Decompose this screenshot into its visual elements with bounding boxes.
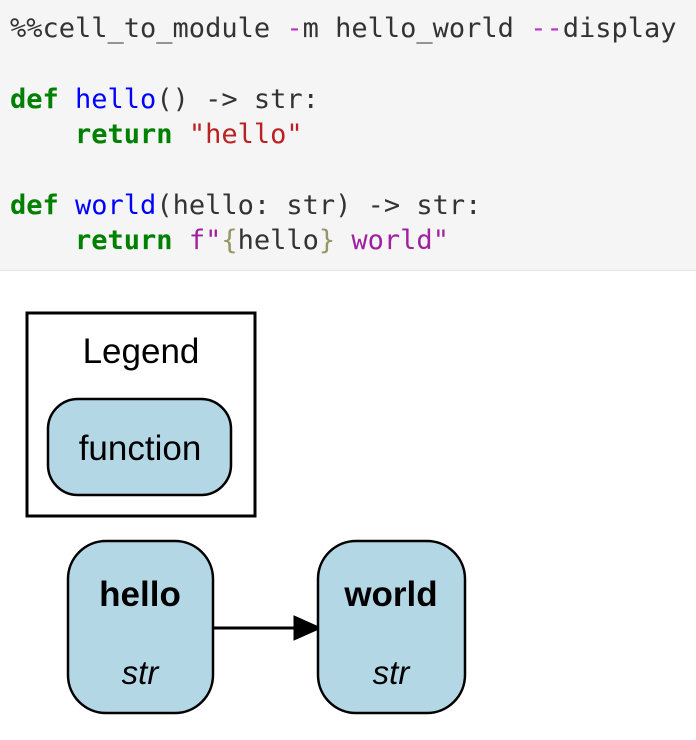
node-hello-type: str [122, 654, 161, 691]
code-token-fstring-brace: { [221, 225, 238, 257]
node-world-label: world [343, 575, 437, 614]
code-token-flag-dash: - [286, 13, 303, 44]
code-cell[interactable]: %%cell_to_module -m hello_world --displa… [0, 0, 696, 271]
code-token: m hello_world [302, 13, 531, 44]
code-token: hello [237, 225, 319, 257]
legend-function-node [46, 397, 233, 497]
node-hello [66, 539, 215, 715]
code-token: display [562, 13, 677, 44]
code-line-blank [10, 153, 686, 188]
code-line-blank [10, 46, 686, 81]
code-token-keyword: return [75, 119, 189, 151]
node-hello-label: hello [99, 575, 181, 614]
node-world-type: str [373, 654, 412, 691]
code-token-keyword: return [75, 225, 189, 257]
code-line-def-world: def world(hello: str) -> str: [10, 188, 686, 223]
code-token-function-name: hello [75, 83, 157, 115]
code-token-fstring-brace: } [318, 225, 336, 257]
code-token: (hello: str) -> str: [156, 189, 482, 221]
code-line-def-hello: def hello() -> str: [10, 82, 686, 117]
code-token-flag-dash: -- [530, 13, 563, 44]
graph-output: Legend function hello str world str [0, 271, 696, 740]
code-line-magic: %%cell_to_module -m hello_world --displa… [10, 11, 686, 46]
code-token-function-name: world [75, 189, 157, 221]
code-line-return-world: return f"{hello} world" [10, 223, 686, 258]
code-token-indent [10, 225, 75, 256]
legend-title: Legend [83, 332, 200, 371]
code-token-keyword: def [10, 189, 76, 221]
code-line-return-hello: return "hello" [10, 117, 686, 152]
node-world [316, 539, 467, 715]
code-token-fstring: f" [188, 225, 222, 257]
code-token: %%cell_to_module [10, 13, 287, 44]
code-token-indent [10, 119, 75, 150]
code-token: () -> str: [156, 83, 319, 115]
edge-arrowhead-icon [293, 615, 323, 641]
legend-function-label: function [79, 429, 202, 468]
code-token-keyword: def [10, 83, 76, 115]
code-token-string: "hello" [188, 119, 303, 151]
code-token-fstring: world" [335, 225, 449, 257]
